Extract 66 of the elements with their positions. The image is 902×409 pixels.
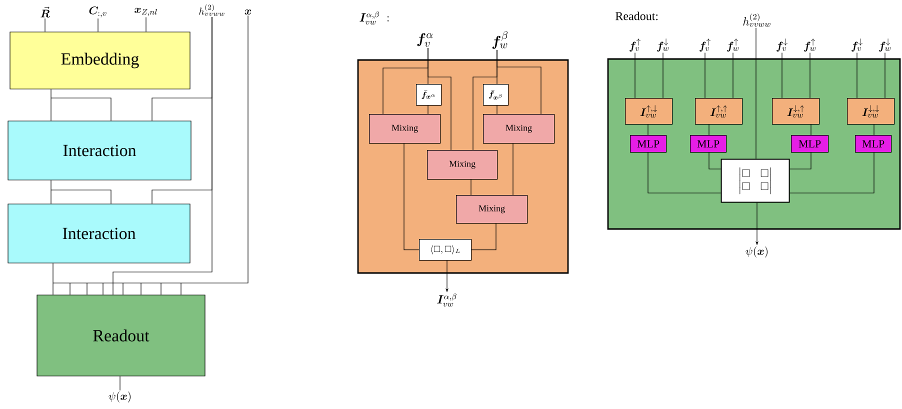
connector [52,15,248,295]
process-box: Readout [36,294,206,376]
connector [704,52,706,98]
output-label: $\psi(\bm{x})$ [108,392,131,402]
connector [428,48,452,150]
input-label: $\bm{f}_v^{\uparrow}$ [630,38,640,52]
input-label: $h^{(2)}_{vvww}$ [743,13,770,27]
process-box: Mixing [456,195,528,224]
process-box: MLP [791,135,829,153]
formula-box: $\bm{I}_{vw}^{\downarrow,\uparrow}$ [772,98,820,125]
connector [496,105,498,114]
connector [648,152,722,194]
connector [50,180,112,204]
process-box: Interaction [8,204,190,264]
process-box: MLP [855,135,892,153]
connector [708,124,710,136]
input-label: $\bm{f}_w^{\uparrow}$ [804,38,816,52]
process-box: MLP [630,135,667,153]
formula-box: $\bm{I}_{vw}^{\downarrow,\downarrow}$ [847,98,895,125]
connector [810,124,812,136]
formula-box: $\bar{\bm{f}}_{\bm{x}^{\beta}}$ [483,84,509,106]
connector [856,52,858,98]
process-box: MLP [690,135,727,153]
connector [44,18,46,32]
connector [50,89,112,121]
panel-heading: Readout: [616,12,658,20]
connector [790,152,812,170]
input-label: $\bm{f}_v^{\downarrow}$ [852,38,862,52]
panel-heading: $\bm{I}_{vw}^{\alpha,\beta}\;:$ [360,11,389,25]
connector [112,16,212,295]
connector [708,152,722,170]
connector [884,52,886,98]
process-box: Mixing [427,150,498,180]
output-label: $\bm{I}_{vw}^{\alpha,\beta}$ [437,293,456,306]
input-label: $\bm{f}_v^{\uparrow}$ [700,38,710,52]
connector [472,50,498,150]
process-box: Interaction [8,120,192,180]
input-label: $\bm{f}_v^{\alpha}$ [417,33,433,47]
connector [52,263,54,295]
formula-box: $\begin{vmatrix}\square & \square\\ \square & \square\end{vmatrix}$ [720,158,790,203]
output-label: $\psi(\bm{x})$ [746,246,768,258]
connector [404,143,420,250]
connector [512,143,514,196]
connector [471,223,496,250]
connector [732,52,734,98]
formula-box: $\bar{\bm{f}}_{\bm{x}^{\alpha}}$ [416,84,442,106]
process-box: Mixing [369,114,441,144]
connector [634,52,636,98]
input-label: $\bm{f}_w^{\downarrow}$ [657,38,669,52]
input-label: $\bm{f}_w^{\uparrow}$ [727,38,739,52]
connector [470,179,472,196]
input-label: $\bm{f}_v^{\downarrow}$ [776,38,788,52]
process-box: Embedding [10,32,190,90]
input-label: $\bm{x}_{Z,nl}$ [134,8,157,16]
input-label: $h^{(2)}_{vvww}$ [199,4,224,16]
formula-box: $\bm{I}_{vw}^{\uparrow,\downarrow}$ [625,98,673,125]
formula-box: $\bm{I}_{vw}^{\uparrow,\uparrow}$ [695,98,743,125]
process-box: Mixing [483,114,555,144]
input-label: $\vec{\bm{R}}$ [40,6,50,18]
input-label: $\bm{f}_w^{\beta}$ [492,31,508,49]
connector [662,52,664,98]
input-label: $\bm{f}_w^{\downarrow}$ [879,38,891,52]
input-label: $\bm{C}_{:,v}$ [89,6,106,18]
connector [790,152,874,194]
formula-box: $\langle\square,\square\rangle_L$ [419,238,472,261]
input-label: $\bm{x}$ [244,10,252,15]
